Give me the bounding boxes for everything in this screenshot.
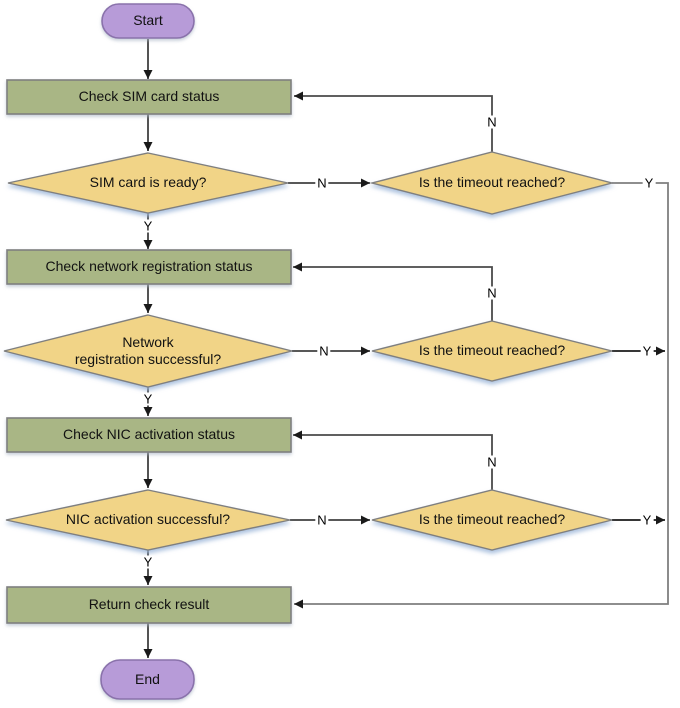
- start-node: [101, 3, 195, 39]
- edge-timeout-3-no-loop-to-check-nic: [293, 430, 493, 490]
- check-nic-node: [6, 417, 292, 453]
- return-result-node: [6, 586, 292, 624]
- check-sim-node: [6, 79, 292, 115]
- edge-timeout-2-no-loop-to-check-network: [293, 262, 493, 321]
- timeout-3-decision: [371, 489, 613, 551]
- timeout-1-decision: [369, 151, 615, 215]
- nic-ok-decision: [5, 489, 291, 551]
- timeout-2-decision: [371, 320, 613, 382]
- end-node: [100, 659, 195, 700]
- network-ok-decision: [3, 314, 293, 388]
- edge-timeout-1-no-loop-to-check-sim: [294, 91, 493, 152]
- check-network-node: [6, 249, 292, 285]
- edge-timeout-yes-to-return-result: [294, 182, 669, 609]
- sim-ready-decision: [7, 152, 289, 214]
